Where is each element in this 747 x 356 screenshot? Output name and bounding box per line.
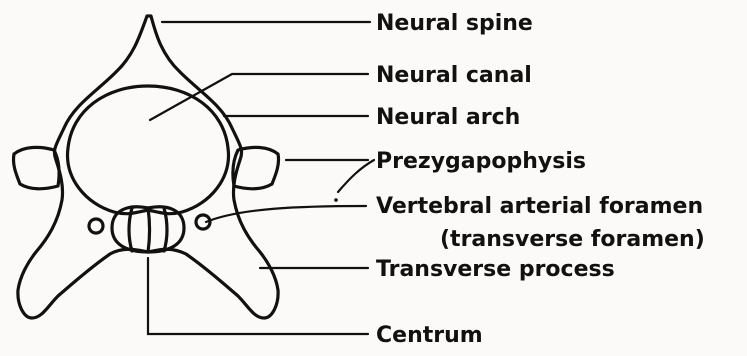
- left-transverse-foramen: [89, 219, 103, 233]
- label-neural-spine: Neural spine: [376, 11, 533, 36]
- label-transverse-foramen: (transverse foramen): [440, 227, 705, 252]
- right-prezygapophysis: [233, 147, 279, 188]
- label-neural-arch: Neural arch: [376, 105, 520, 130]
- centrum-ridge-2: [164, 208, 167, 251]
- centrum-ridge-1: [129, 208, 132, 251]
- label-prezygapophysis: Prezygapophysis: [376, 149, 586, 174]
- leader-centrum: [148, 258, 368, 334]
- label-centrum: Centrum: [376, 323, 483, 348]
- label-neural-canal: Neural canal: [376, 63, 532, 88]
- centrum-ridge-3: [148, 208, 150, 252]
- foramen-hook: [338, 160, 374, 192]
- leader-vertebral-foramen: [206, 206, 366, 222]
- label-vertebral-arterial-foramen: Vertebral arterial foramen: [376, 194, 703, 219]
- leader-neural-canal: [150, 74, 368, 120]
- foramen-dot: [334, 198, 338, 202]
- label-transverse-process: Transverse process: [376, 257, 615, 282]
- left-prezygapophysis: [13, 147, 59, 188]
- neural-canal-outline: [68, 86, 229, 214]
